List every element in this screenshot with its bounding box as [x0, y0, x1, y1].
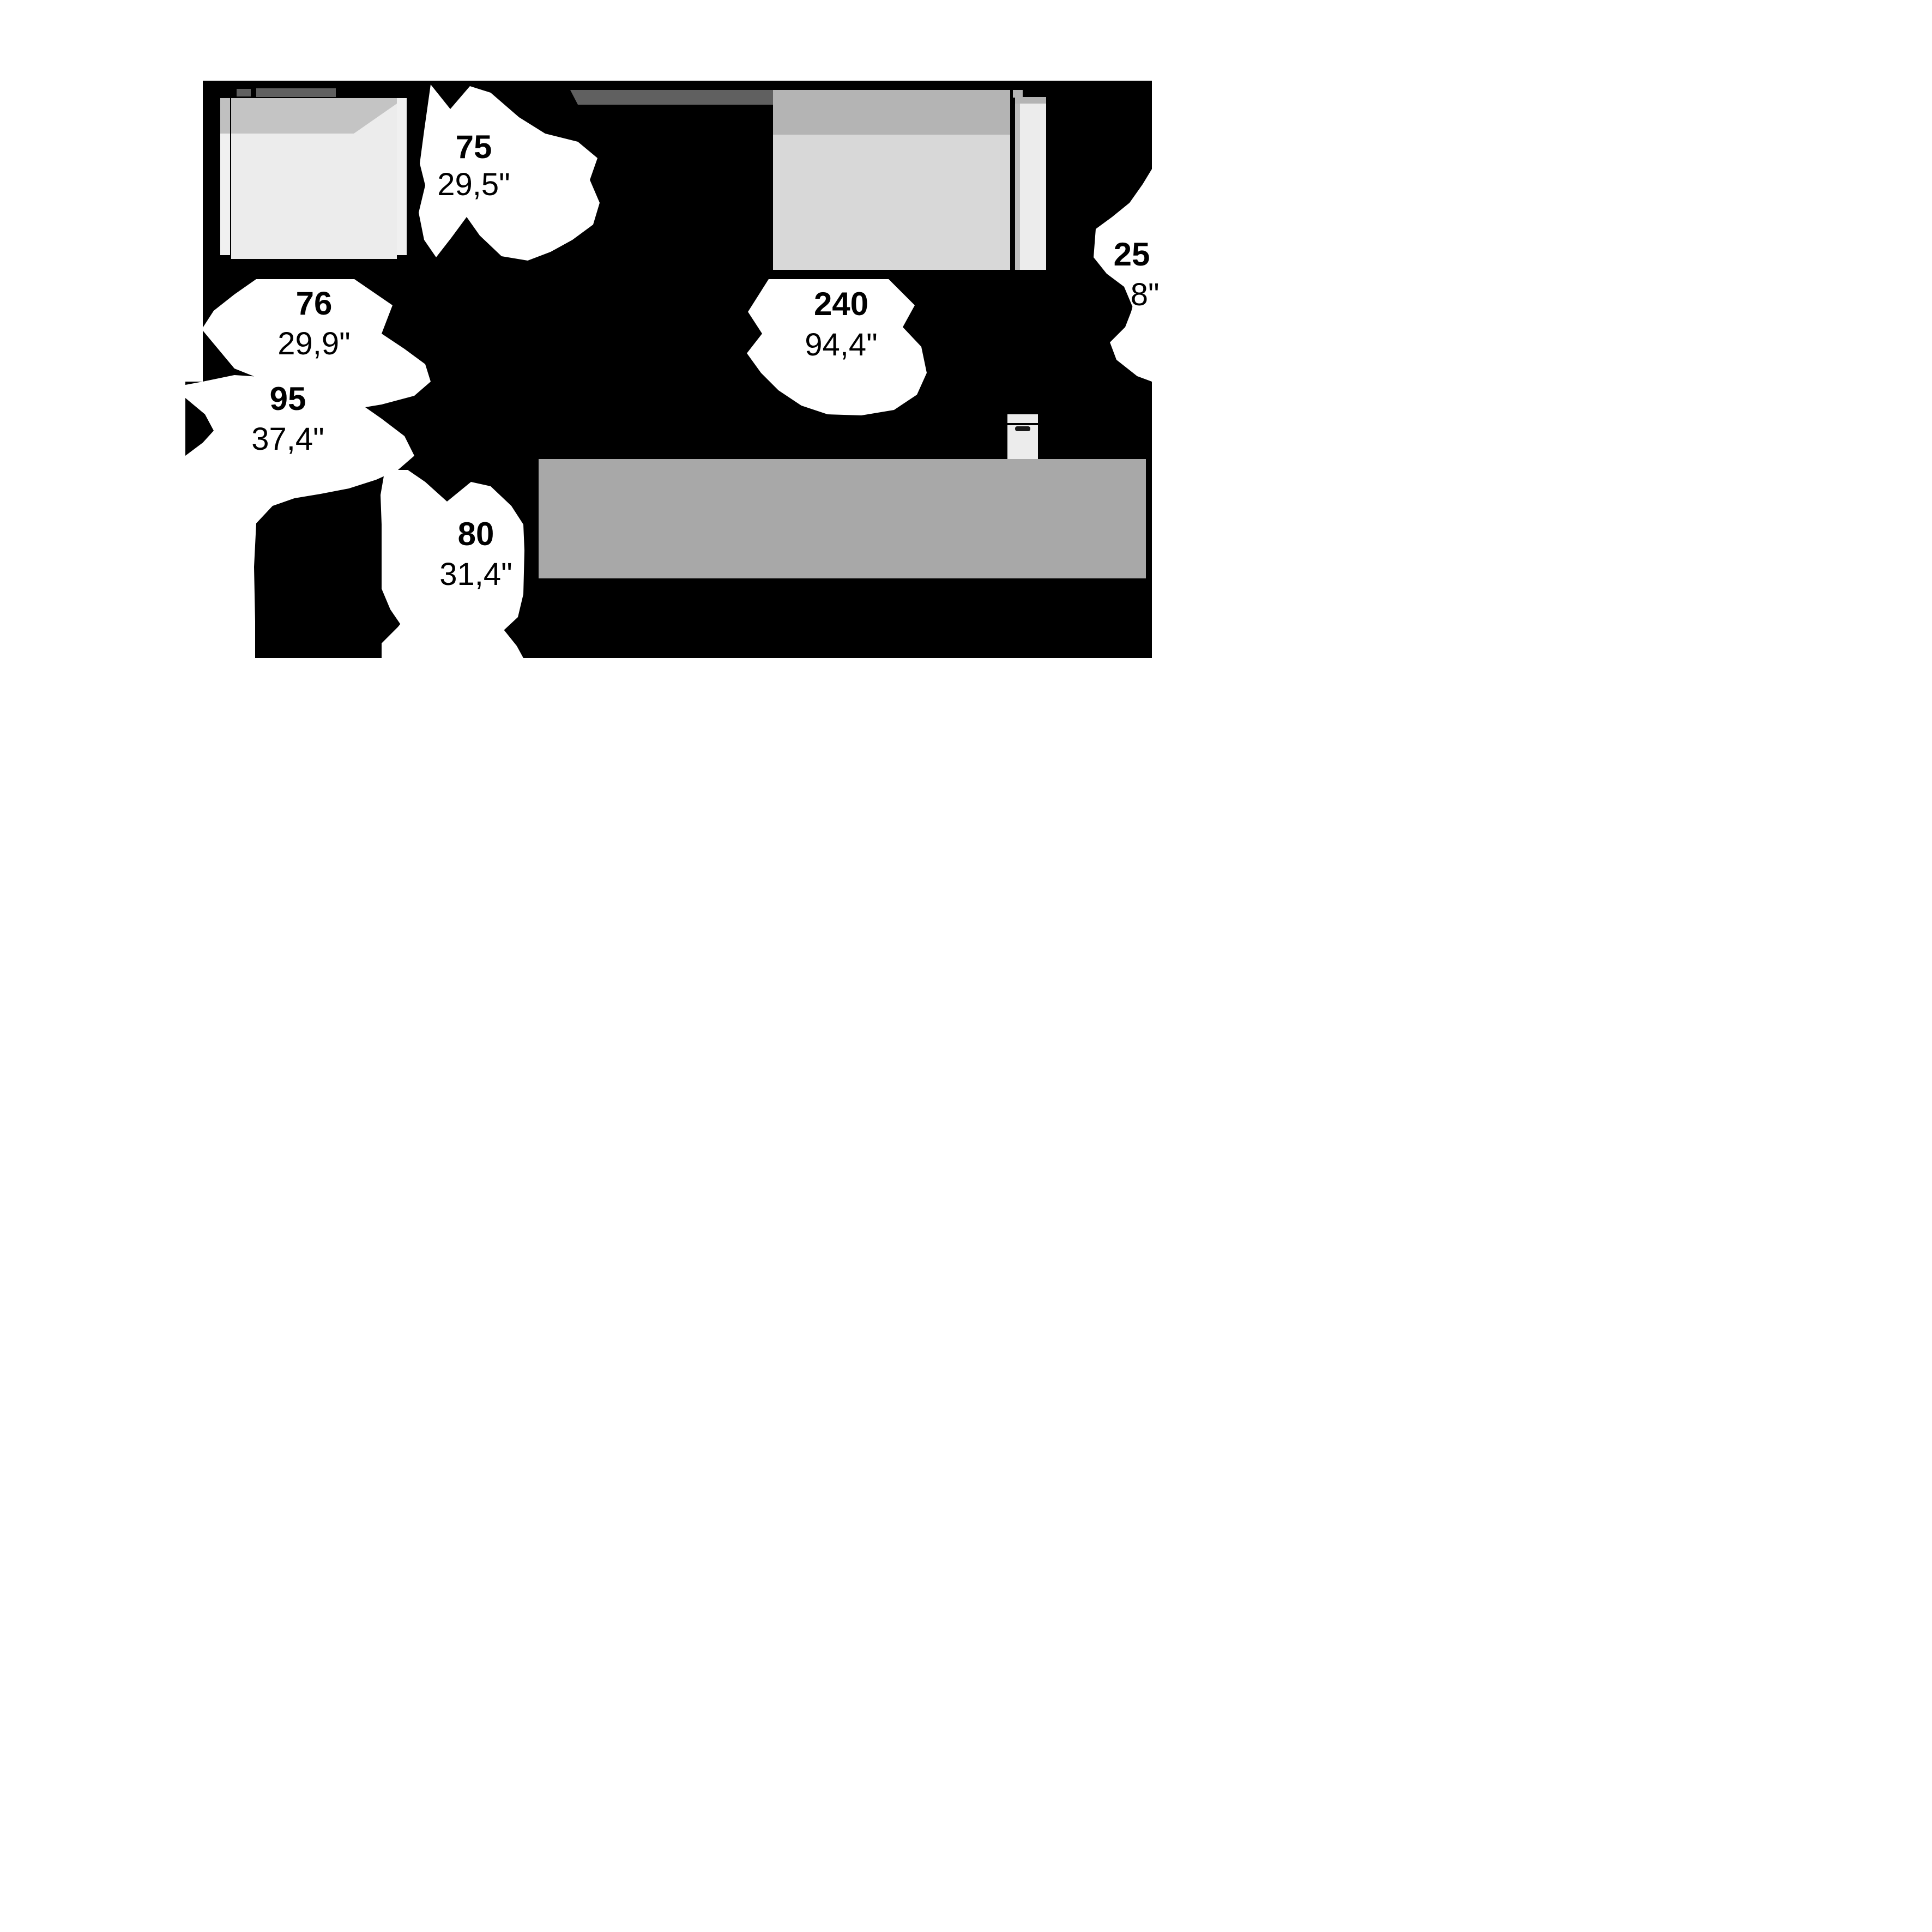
dimension-label-240-in: 94,4": [805, 327, 877, 363]
dimension-label-75-in: 29,5": [437, 167, 510, 202]
left-cabinet-rail-cap: [237, 89, 251, 96]
dimension-label-75-cm: 75: [456, 129, 492, 165]
worktop-bar: [539, 459, 1146, 578]
callout-bubble-80: [381, 470, 524, 644]
small-drawer-handle: [1015, 426, 1030, 431]
worktop-bar-group: [539, 459, 1146, 578]
callout-bubble-75: [419, 84, 600, 261]
right-cabinet-top-rail: [570, 90, 773, 105]
right-cabinet-rail-cap: [1013, 90, 1023, 98]
dimension-label-80-in: 31,4": [439, 557, 512, 592]
dimension-label-76-in: 29,9": [277, 326, 350, 361]
callout-bubble-95: [185, 375, 414, 658]
dimension-label-240-cm: 240: [814, 286, 868, 322]
left-wall-cabinet-band: [231, 98, 397, 134]
dimension-label-95-in: 37,4": [251, 421, 324, 457]
right-wall-cabinet-group: [570, 90, 1046, 270]
right-cabinet-side-panel: [1018, 104, 1046, 270]
left-wall-cabinet-group: [220, 88, 407, 259]
left-cabinet-top-rail: [256, 88, 336, 97]
dimension-labels-group: 75 29,5" 76 29,9" 95 37,4" 80 31,4" 240 …: [251, 129, 1159, 592]
right-wall-cabinet-band: [773, 90, 1010, 135]
left-cabinet-side-right: [397, 98, 407, 255]
dimension-label-76-cm: 76: [296, 285, 333, 322]
right-cabinet-side-panel-edge: [1015, 104, 1020, 270]
left-cabinet-band-left-edge: [220, 98, 230, 134]
dimension-label-95-cm: 95: [270, 381, 306, 417]
dimension-label-25-in: 9,8": [1104, 277, 1159, 312]
callout-bubble-25: [1094, 169, 1152, 382]
callout-bubble-240: [747, 279, 927, 415]
dimension-label-80-cm: 80: [458, 516, 494, 552]
left-cabinet-side-left: [220, 98, 230, 255]
small-drawer-top: [1007, 414, 1038, 423]
callout-bubbles-group: [185, 84, 1152, 658]
dimension-label-25-cm: 25: [1114, 236, 1150, 273]
small-drawer-unit-group: [1007, 414, 1038, 461]
